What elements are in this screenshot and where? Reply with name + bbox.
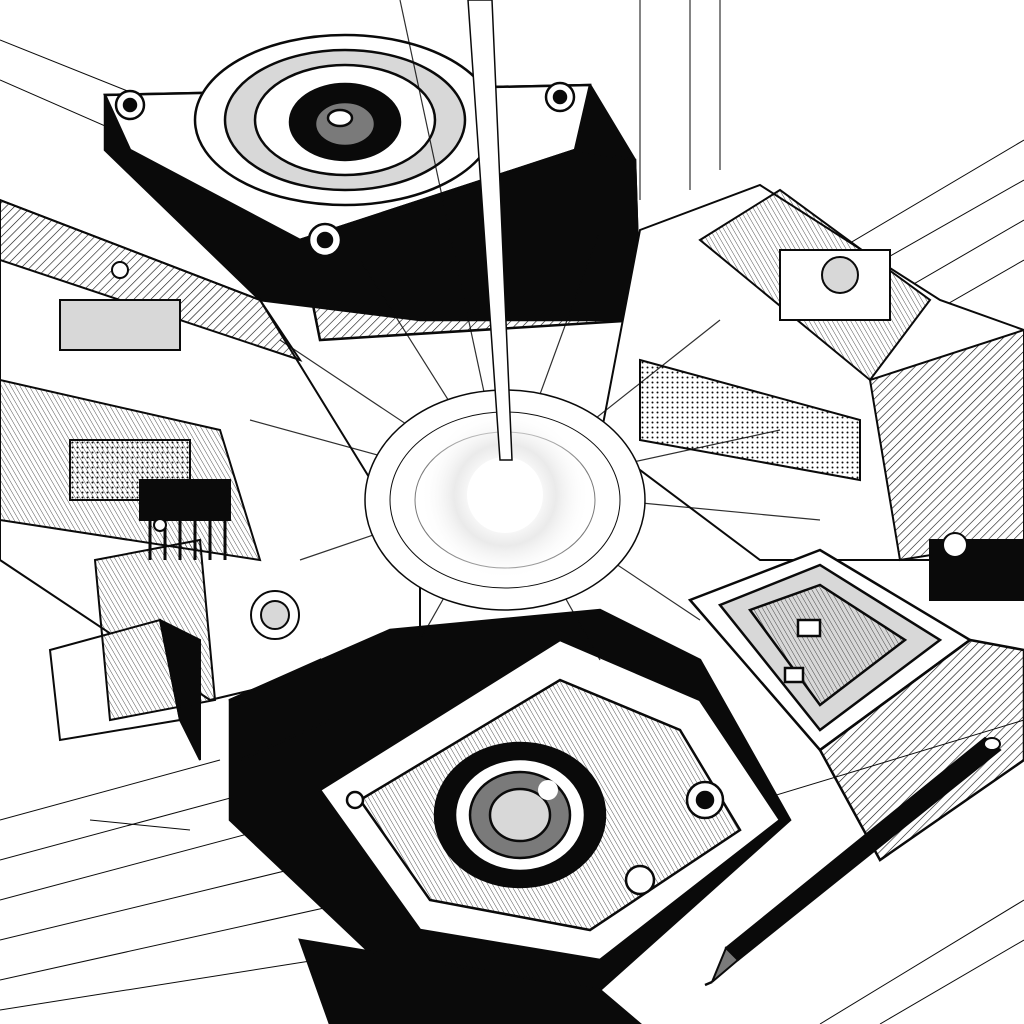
camera-lens-module <box>228 608 792 1024</box>
stylus-pen <box>704 736 1002 987</box>
speaker-module <box>103 33 642 342</box>
circuit-board-right <box>598 183 1024 601</box>
processor-chip <box>687 548 1024 862</box>
light-beam <box>467 0 513 461</box>
circuit-board-left <box>0 198 421 761</box>
central-light-burst <box>364 389 646 611</box>
